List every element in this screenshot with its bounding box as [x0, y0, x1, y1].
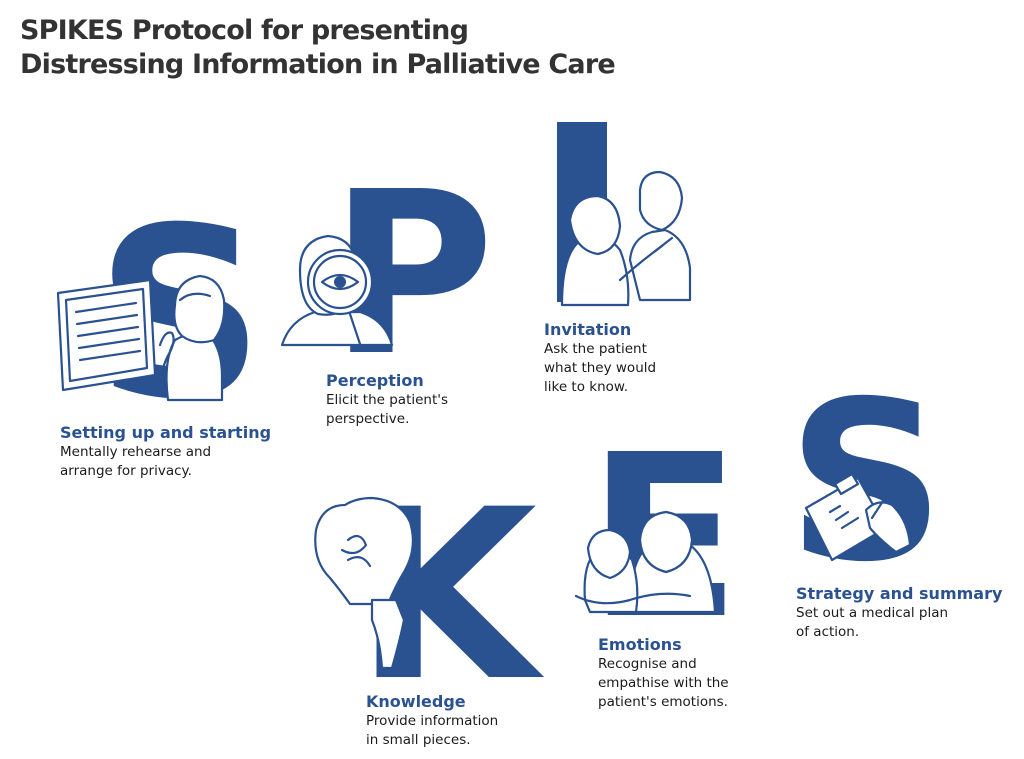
step-setting-up: Setting up and starting Mentally rehears…: [60, 423, 271, 481]
step-perception-description: Elicit the patient's perspective.: [326, 392, 449, 427]
presentation-board-icon: [56, 278, 157, 392]
page-title: SPIKES Protocol for presenting Distressi…: [20, 14, 616, 82]
step-emotions-description: Recognise and empathise with the patient…: [598, 656, 729, 710]
step-invitation-description: Ask the patient what they would like to …: [544, 341, 657, 395]
step-knowledge-description: Provide information in small pieces.: [366, 713, 499, 748]
step-strategy: Strategy and summary Set out a medical p…: [796, 584, 1002, 642]
step-strategy-label: Strategy and summary: [796, 584, 1003, 603]
step-knowledge: Knowledge Provide information in small p…: [366, 692, 498, 750]
step-invitation-label: Invitation: [544, 320, 632, 339]
step-knowledge-label: Knowledge: [366, 692, 466, 711]
step-invitation: Invitation Ask the patient what they wou…: [544, 320, 656, 397]
magnifying-glass-icon: [280, 234, 394, 352]
woman-thinking-icon: [158, 274, 226, 402]
lightbulb-icon: [314, 496, 415, 670]
step-setting-up-label: Setting up and starting: [60, 423, 272, 442]
step-perception-label: Perception: [326, 371, 424, 390]
page-title-line-2: Distressing Information in Palliative Ca…: [20, 49, 616, 80]
step-strategy-description: Set out a medical plan of action.: [796, 605, 949, 640]
conversation-icon: [560, 170, 692, 307]
svg-text:S: S: [787, 354, 945, 610]
step-emotions: Emotions Recognise and empathise with th…: [598, 635, 729, 712]
clipboard-icon: [804, 472, 912, 562]
step-perception: Perception Elicit the patient's perspect…: [326, 371, 448, 429]
letter-s-strategy: S: [787, 354, 945, 610]
step-setting-up-description: Mentally rehearse and arrange for privac…: [60, 444, 212, 479]
step-emotions-label: Emotions: [598, 635, 682, 654]
page-title-line-1: SPIKES Protocol for presenting: [20, 15, 469, 46]
embrace-icon: [574, 510, 717, 614]
